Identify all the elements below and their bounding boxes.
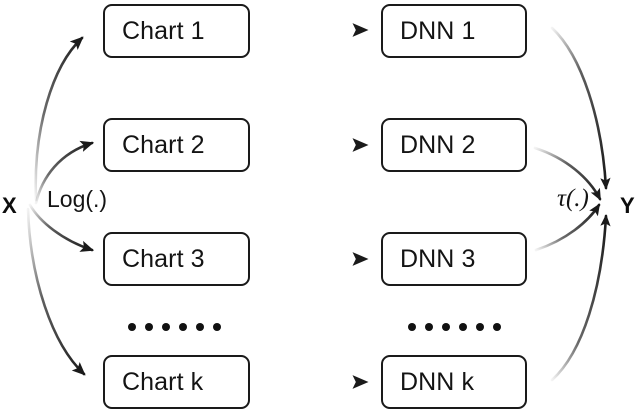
dnn-node-3-label: DNN 3 xyxy=(400,244,476,273)
chart-node-2-label: Chart 2 xyxy=(122,130,205,159)
chart-node-3[interactable]: Chart 3 xyxy=(103,232,250,286)
output-fanin-arrows xyxy=(533,26,611,382)
ellipsis-dot xyxy=(459,323,467,331)
arrow-x-to-chart-2 xyxy=(34,140,95,205)
ellipsis-dot xyxy=(425,323,433,331)
arrow-dnn-1-to-y xyxy=(550,26,611,190)
ellipsis-dot xyxy=(145,323,153,331)
dnn-node-k-label: DNN k xyxy=(400,367,475,396)
ellipsis-dot xyxy=(213,323,221,331)
output-variable-label: Y xyxy=(620,193,635,218)
chart-node-3-label: Chart 3 xyxy=(122,244,205,273)
chart-node-2[interactable]: Chart 2 xyxy=(103,118,250,172)
ellipsis-dot xyxy=(493,323,501,331)
input-variable-label: X xyxy=(2,193,17,218)
arrow-dnn-2-to-y xyxy=(533,146,602,201)
chart-to-dnn-arrows xyxy=(258,23,369,389)
ellipsis-dot xyxy=(196,323,204,331)
ellipsis-dot xyxy=(128,323,136,331)
input-fanout-arrows xyxy=(26,36,95,376)
dnn-column-ellipsis xyxy=(408,323,501,331)
tau-operator-label: τ(.) xyxy=(557,185,589,212)
ellipsis-dot xyxy=(408,323,416,331)
arrow-dnn-3-to-y xyxy=(534,203,601,252)
ellipsis-dot xyxy=(179,323,187,331)
arrow-x-to-chart-1 xyxy=(34,36,84,202)
ellipsis-dot xyxy=(442,323,450,331)
ellipsis-dot xyxy=(162,323,170,331)
arrow-x-to-chart-k xyxy=(26,207,86,376)
chart-node-1-label: Chart 1 xyxy=(122,16,205,45)
log-operator-label: Log(.) xyxy=(47,186,108,212)
arrow-x-to-chart-3 xyxy=(28,203,95,252)
dnn-node-1-label: DNN 1 xyxy=(400,16,476,45)
dnn-node-1[interactable]: DNN 1 xyxy=(381,4,527,58)
chart-node-k-label: Chart k xyxy=(122,367,204,396)
chart-node-1[interactable]: Chart 1 xyxy=(103,4,250,58)
ellipsis-dot xyxy=(476,323,484,331)
dnn-node-3[interactable]: DNN 3 xyxy=(381,232,527,286)
chart-node-k[interactable]: Chart k xyxy=(103,355,250,409)
dnn-node-k[interactable]: DNN k xyxy=(381,355,527,409)
dnn-node-2[interactable]: DNN 2 xyxy=(381,118,527,172)
dnn-node-2-label: DNN 2 xyxy=(400,130,476,159)
arrow-dnn-k-to-y xyxy=(550,214,611,382)
chart-column-ellipsis xyxy=(128,323,221,331)
